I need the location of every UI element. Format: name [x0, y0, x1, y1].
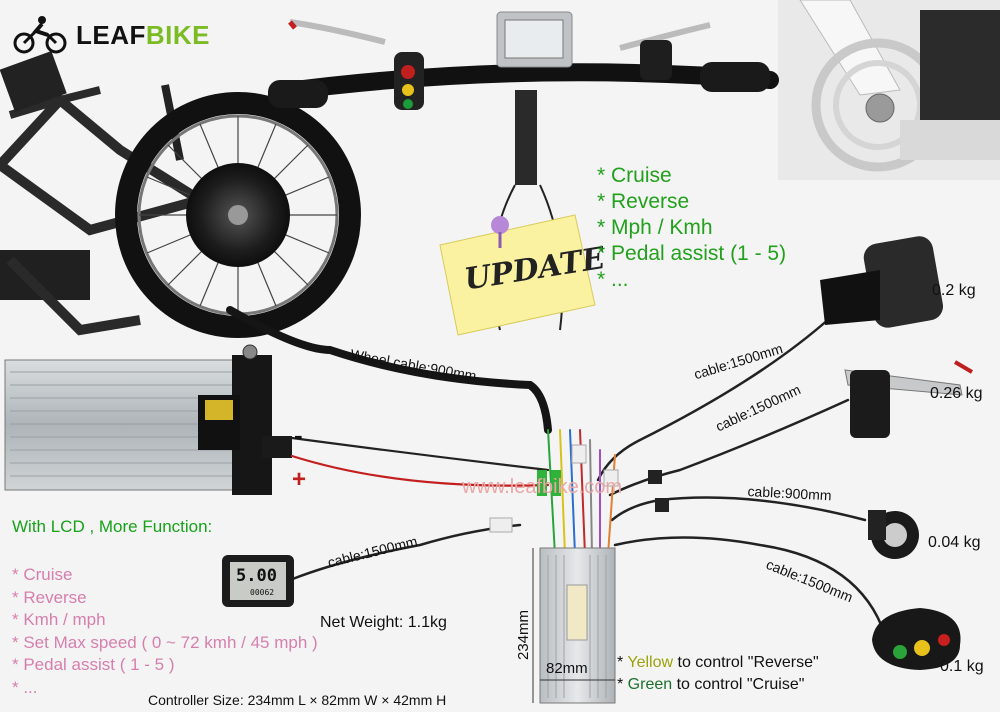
cables	[226, 306, 887, 637]
logo-text: LEAFBIKE	[76, 20, 211, 50]
lcd-feature-item: * Set Max speed ( 0 ~ 72 kmh / 45 mph )	[12, 632, 318, 652]
green-word: Green	[627, 676, 673, 693]
handlebar-photo	[268, 11, 779, 331]
switch-notes: * Yellow to control "Reverse" * Green to…	[617, 652, 819, 696]
switch-note-green: * Green to control "Cruise"	[617, 676, 805, 693]
top-feature-list: * Cruise * Reverse * Mph / Kmh * Pedal a…	[597, 163, 786, 293]
lcd-feature-item: * Pedal assist ( 1 - 5 )	[12, 655, 175, 674]
throttle-weight: 0.2 kg	[932, 282, 976, 299]
watermark: www.leafbike.com	[462, 476, 623, 498]
logo[interactable]: LEAFBIKE	[12, 12, 210, 56]
yellow-word: Yellow	[627, 654, 674, 671]
feature-item: * ...	[597, 268, 629, 291]
switch-weight: 0.1 kg	[940, 658, 984, 675]
feature-item: * Reverse	[597, 190, 690, 213]
battery-pack	[4, 344, 292, 495]
feature-item: * Pedal assist (1 - 5)	[597, 242, 787, 265]
controller-size-label: Controller Size: 234mm L × 82mm W × 42mm…	[148, 692, 447, 708]
lcd-section-heading: With LCD , More Function:	[12, 517, 213, 536]
update-sticky-note	[439, 214, 596, 336]
positive-terminal-label: +	[292, 466, 307, 493]
controller-net-weight: Net Weight: 1.1kg	[320, 614, 447, 631]
lcd-feature-item: * Kmh / mph	[12, 610, 106, 629]
lcd-feature-item: * Reverse	[12, 587, 87, 607]
feature-item: * Mph / Kmh	[597, 216, 713, 239]
switch-photo	[872, 608, 961, 670]
controller-box	[532, 547, 616, 704]
controller-height-label: 234mm	[515, 609, 532, 660]
feature-item: * Cruise	[597, 164, 672, 187]
throttle-photo	[820, 236, 944, 328]
brake-weight: 0.26 kg	[930, 385, 983, 402]
brake-lever-photo	[844, 360, 974, 438]
lcd-display-device	[222, 555, 294, 607]
lcd-speed-readout: 5.00	[236, 566, 277, 586]
pas-weight: 0.04 kg	[928, 534, 981, 551]
pas-sensor-photo	[868, 510, 919, 559]
lcd-odo-readout: 00062	[250, 588, 275, 597]
lcd-feature-item: * ...	[12, 677, 38, 697]
cyclist-icon	[13, 16, 67, 54]
connectors	[489, 444, 669, 533]
negative-terminal-label: -	[294, 420, 303, 450]
lcd-feature-list: * Cruise * Reverse * Kmh / mph * Set Max…	[12, 564, 318, 699]
brake-disc-photo	[778, 0, 1000, 180]
controller-width-label: 82mm	[546, 660, 588, 677]
hub-motor-bike-photo	[0, 50, 361, 338]
lcd-feature-item: * Cruise	[12, 565, 73, 584]
switch-note-yellow: * Yellow to control "Reverse"	[617, 654, 819, 671]
